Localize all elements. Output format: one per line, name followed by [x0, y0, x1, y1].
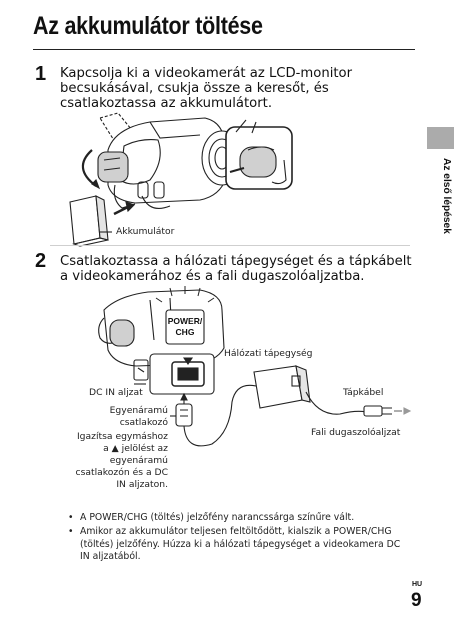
note-line: A POWER/CHG (töltés) jelzőfény narancssá… — [80, 512, 355, 523]
align-line: IN aljzaton. — [116, 479, 168, 490]
dc-plug-label: Egyenáramú csatlakozó — [90, 405, 168, 429]
step-1-line: csatlakoztassa az akkumulátort. — [60, 96, 273, 111]
step-divider — [50, 245, 410, 246]
cord-label: Tápkábel — [343, 387, 384, 398]
note-line: Amikor az akkumulátor teljesen feltöltőd… — [80, 525, 392, 537]
align-line: csatlakozón és a DC — [75, 467, 168, 478]
indicator-line-1: POWER/ — [168, 316, 203, 326]
step-1-line: Kapcsolja ki a videokamerát az LCD-monit… — [60, 66, 353, 81]
notes-list: A POWER/CHG (töltés) jelzőfény narancssá… — [68, 512, 418, 565]
dc-plug-label-line: csatlakozó — [119, 417, 168, 428]
language-code: HU — [412, 581, 423, 588]
battery-label: Akkumulátor — [116, 226, 175, 237]
dc-in-label: DC IN aljzat — [89, 387, 143, 398]
section-label: Az első lépések — [441, 158, 452, 234]
dc-plug-label-line: Egyenáramú — [109, 405, 168, 416]
step-1-text: Kapcsolja ki a videokamerát az LCD-monit… — [60, 66, 420, 111]
align-instruction: Igazítsa egymáshoz a ▲ jelölést az egyen… — [66, 431, 168, 491]
section-tab — [427, 127, 454, 149]
step-2-number: 2 — [35, 250, 47, 272]
align-line: Igazítsa egymáshoz — [76, 431, 168, 442]
note-line: IN aljzatából. — [80, 551, 141, 563]
note-item: Amikor az akkumulátor teljesen feltöltőd… — [68, 526, 418, 564]
align-line: a ▲ jelölést az — [103, 443, 168, 454]
align-line: egyenáramú — [109, 455, 168, 466]
title-rule — [33, 49, 415, 50]
step-1-line: becsukásával, csukja össze a keresőt, és — [60, 81, 329, 96]
indicator-line-2: CHG — [176, 327, 195, 337]
adapter-label: Hálózati tápegység — [224, 348, 313, 359]
step-1-number: 1 — [35, 63, 47, 85]
note-item: A POWER/CHG (töltés) jelzőfény narancssá… — [68, 512, 418, 525]
page-number: 9 — [411, 590, 422, 611]
step-2-line: Csatlakoztassa a hálózati tápegységet és… — [60, 254, 412, 269]
step-2-line: a videokamerához és a fali dugaszolóaljz… — [60, 269, 365, 284]
page-title: Az akkumulátor töltése — [33, 12, 263, 40]
note-line: (töltés) jelzőfény. Húzza ki a hálózati … — [80, 538, 401, 550]
wall-outlet-label: Fali dugaszolóaljzat — [311, 427, 401, 438]
step-2-text: Csatlakoztassa a hálózati tápegységet és… — [60, 254, 420, 284]
